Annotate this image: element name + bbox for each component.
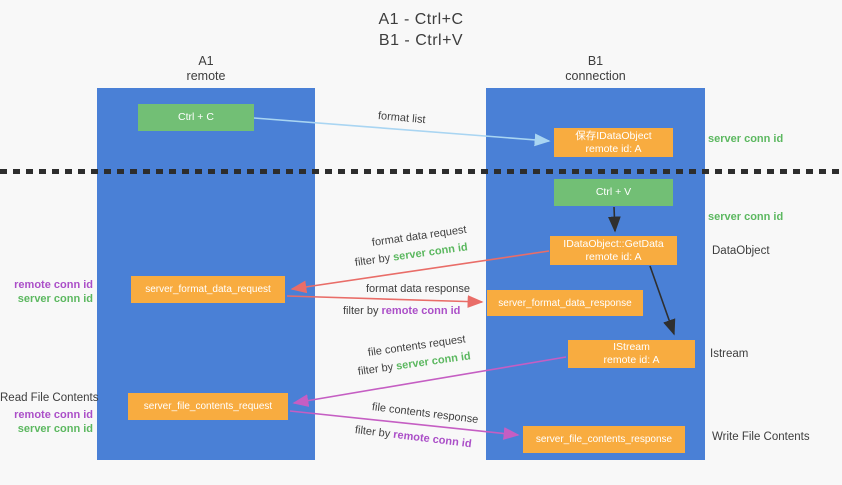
- annotation-filter-by-remote-conn-id-2: filter by remote conn id: [354, 424, 472, 450]
- node-istream: IStream remote id: A: [568, 340, 695, 368]
- node-idataobject-getdata: IDataObject::GetData remote id: A: [550, 236, 677, 265]
- diagram-title: A1 - Ctrl+C B1 - Ctrl+V: [0, 9, 842, 51]
- arrow-format-data-response: [286, 295, 484, 308]
- lane-a1-subtitle: remote: [186, 69, 226, 83]
- ctrl-c-label: Ctrl + C: [178, 111, 214, 123]
- format-request-label: server_format_data_request: [145, 284, 271, 295]
- lane-header-a1: A1 remote: [97, 54, 315, 84]
- istream-line2: remote id: A: [603, 354, 660, 366]
- node-server-format-data-request: server_format_data_request: [131, 276, 285, 303]
- remote-conn-id-text: remote conn id: [381, 305, 461, 317]
- label-remote-conn-id-bottom-left: remote conn id: [14, 409, 93, 421]
- lane-header-b1: B1 connection: [486, 54, 705, 84]
- dotted-divider-line: [0, 169, 842, 174]
- remote-conn-id-text: remote conn id: [392, 428, 473, 451]
- annotation-file-contents-response: file contents response: [371, 401, 479, 426]
- format-response-label: server_format_data_response: [498, 297, 632, 309]
- node-ctrl-c: Ctrl + C: [138, 104, 254, 131]
- title-line-b1: B1 - Ctrl+V: [378, 32, 464, 49]
- annotation-format-list: format list: [377, 110, 427, 127]
- node-save-idataobject: 保存IDataObject remote id: A: [554, 128, 673, 157]
- label-istream: Istream: [710, 348, 749, 360]
- lane-b1-title: B1: [587, 54, 604, 68]
- node-ctrl-v: Ctrl + V: [554, 179, 673, 206]
- node-server-format-data-response: server_format_data_response: [487, 290, 643, 316]
- file-response-label: server_file_contents_response: [535, 434, 673, 445]
- label-server-conn-id-top-right: server conn id: [708, 133, 784, 145]
- label-server-conn-id-mid-right: server conn id: [708, 211, 784, 223]
- node-server-file-contents-request: server_file_contents_request: [128, 393, 288, 420]
- getdata-line1: IDataObject::GetData: [563, 237, 664, 250]
- ctrl-v-label: Ctrl + V: [595, 186, 632, 198]
- node-server-file-contents-response: server_file_contents_response: [523, 426, 685, 453]
- istream-line1: IStream: [613, 341, 650, 353]
- save-idataobject-line2: remote id: A: [585, 142, 642, 155]
- getdata-line2: remote id: A: [585, 250, 642, 263]
- label-read-file-contents: Read File Contents: [0, 392, 99, 404]
- filter-by-text: filter by: [354, 252, 391, 269]
- label-write-file-contents: Write File Contents: [712, 431, 810, 443]
- title-line-a1: A1 - Ctrl+C: [378, 11, 464, 28]
- label-server-conn-id-bottom-left: server conn id: [17, 423, 93, 435]
- save-idataobject-line1: 保存IDataObject: [575, 129, 652, 142]
- annotation-filter-by-server-conn-id-1: filter by server conn id: [354, 241, 468, 269]
- lane-b1-subtitle: connection: [565, 69, 626, 83]
- filter-by-text: filter by: [343, 305, 379, 317]
- label-dataobject: DataObject: [712, 245, 770, 257]
- filter-by-text: filter by: [357, 361, 394, 378]
- annotation-filter-by-remote-conn-id-1: filter by remote conn id: [343, 305, 460, 317]
- label-remote-conn-id-top-left: remote conn id: [14, 279, 93, 291]
- file-request-label: server_file_contents_request: [143, 401, 273, 412]
- annotation-format-data-response: format data response: [366, 283, 470, 295]
- filter-by-text: filter by: [354, 424, 391, 441]
- lane-a1-title: A1: [198, 54, 214, 68]
- label-server-conn-id-top-left: server conn id: [17, 293, 93, 305]
